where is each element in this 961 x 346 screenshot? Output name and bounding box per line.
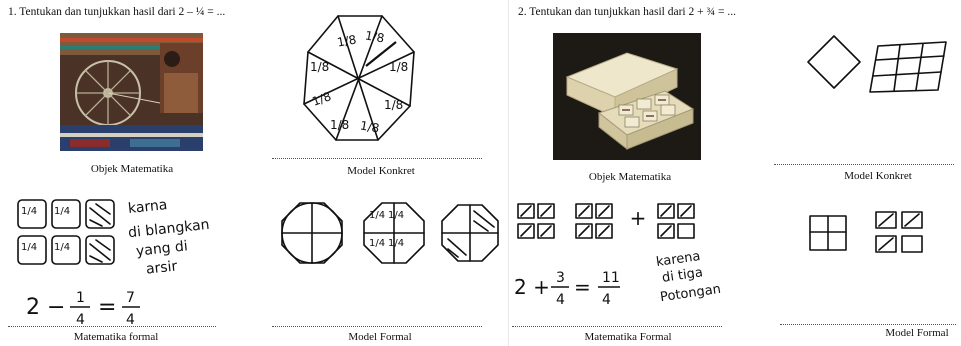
square-label: 1/4	[54, 242, 71, 253]
spinning-wheel-illustration	[60, 33, 203, 151]
spinning-wheel-photo	[60, 33, 203, 151]
q1-equation-den1: 4	[76, 312, 85, 328]
cube-box-photo	[553, 33, 701, 160]
q2-equation-den1: 4	[556, 292, 565, 308]
formal-quarter-label: 1/4	[388, 210, 405, 221]
column-divider	[508, 0, 509, 346]
q1-formal-model-dotted-line	[272, 326, 482, 327]
octagon-label: 1/8	[310, 60, 330, 74]
square-label: 1/4	[54, 206, 71, 217]
q1-caption-objek: Objek Matematika	[90, 163, 174, 175]
q1-note-line: karna	[127, 196, 169, 218]
octagon-label: 1/8	[384, 98, 404, 112]
q1-hatched-squares	[85, 199, 115, 265]
q2-formal-grid	[809, 215, 847, 251]
q1-equation-num2: 7	[126, 290, 135, 306]
q2-equation-equals: =	[574, 275, 591, 299]
q1-formal-octagon-quarters	[363, 202, 425, 264]
q2-equation-left: 2 +	[514, 275, 550, 299]
q2-hatched-squares-groups	[517, 203, 695, 239]
q2-equation-den2: 4	[602, 292, 611, 308]
q1-formal-octagon-plain	[281, 202, 343, 264]
formal-quarter-label: 1/4	[369, 210, 386, 221]
q1-formal-math-dotted-line	[8, 326, 216, 327]
q1-equation-equals: =	[98, 295, 116, 320]
q2-formal-hatched-squares	[875, 211, 923, 253]
q1-note-line: di blangkan	[127, 216, 211, 242]
octagon-model-konkret	[303, 15, 415, 141]
formal-quarter-label: 1/4	[388, 238, 405, 249]
formal-quarter-label: 1/4	[369, 238, 386, 249]
q2-diamond-shape	[807, 35, 861, 89]
question-1-prompt: 1. Tentukan dan tunjukkan hasil dari 2 –…	[8, 6, 226, 18]
q1-caption-formal-model: Model Formal	[348, 331, 412, 343]
q1-note-line: yang di	[135, 238, 189, 260]
question-2-prompt: 2. Tentukan dan tunjukkan hasil dari 2 +…	[518, 6, 736, 18]
q1-konkret-dotted-line	[272, 158, 482, 159]
square-label: 1/4	[21, 242, 38, 253]
q1-note-line: arsir	[145, 258, 179, 278]
q1-caption-konkret: Model Konkret	[347, 165, 415, 177]
q2-plus-sign: +	[629, 206, 647, 230]
q2-grid-shape	[869, 41, 947, 93]
q2-caption-objek: Objek Matematika	[588, 171, 672, 183]
q2-caption-formal-math: Matematika Formal	[584, 331, 672, 343]
q1-formal-octagon-hatched	[441, 204, 499, 262]
q2-caption-konkret: Model Konkret	[844, 170, 912, 182]
q1-caption-formal-math: Matematika formal	[73, 331, 159, 343]
q2-caption-formal-model: Model Formal	[885, 327, 949, 339]
q2-equation-num1: 3	[556, 270, 565, 286]
octagon-label: 1/8	[330, 118, 350, 132]
q2-formal-math-dotted-line	[512, 326, 722, 327]
q2-equation: 2 + 3 4 = 11 4	[514, 270, 620, 308]
cube-box-illustration	[553, 33, 701, 160]
q1-equation-left: 2 −	[26, 295, 65, 320]
q2-formal-model-dotted-line	[780, 324, 956, 325]
q1-shaded-squares	[17, 199, 81, 265]
q1-equation-num1: 1	[76, 290, 85, 306]
q1-equation: 2 − 1 4 = 7 4	[26, 290, 140, 328]
q1-equation-den2: 4	[126, 312, 135, 328]
q2-note-line: Potongan	[659, 281, 722, 306]
q2-equation-num2: 11	[602, 270, 620, 286]
square-label: 1/4	[21, 206, 38, 217]
q2-konkret-dotted-line	[774, 164, 954, 165]
octagon-label: 1/8	[389, 60, 409, 74]
